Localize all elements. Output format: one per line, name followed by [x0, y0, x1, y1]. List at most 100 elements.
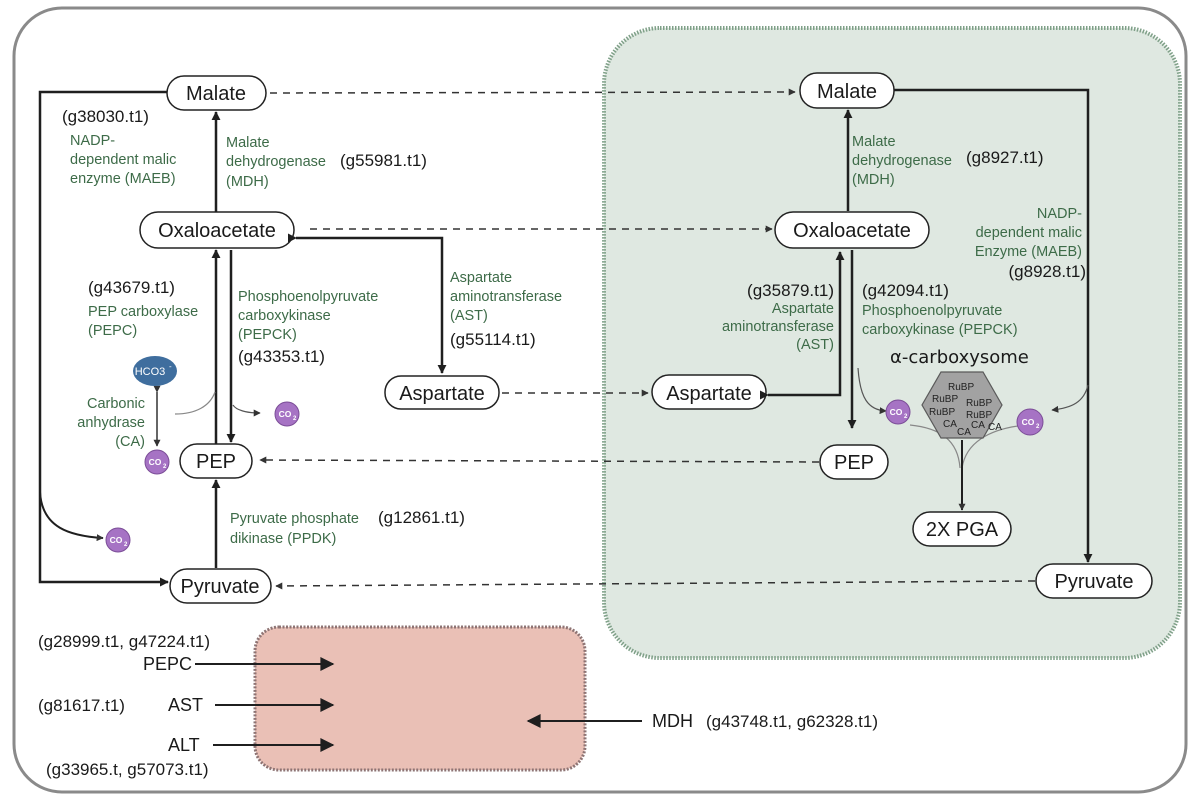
enzyme-ast-chloroplast-1: Aspartate [772, 301, 834, 317]
arrow-maeb-co2-chloroplast [1051, 384, 1089, 413]
gene-maeb-left: (g38030.t1) [62, 107, 149, 126]
enzyme-pepc-left-1: PEP carboxylase [88, 304, 198, 320]
gene-pepck-chloroplast: (g42094.t1) [862, 281, 949, 300]
transport-malate [269, 88, 796, 96]
co2-sub: 2 [124, 542, 128, 548]
co2-bubble: CO 2 [274, 401, 300, 427]
node-pep-left: PEP [179, 443, 253, 479]
enzyme-pepck-chloroplast-1: Phosphoenolpyruvate [862, 303, 1002, 319]
mito-pepc-label: PEPC [143, 654, 192, 674]
node-label: Oxaloacetate [158, 220, 276, 242]
node-label: Aspartate [399, 383, 485, 405]
carboxysome-content: CA [957, 427, 971, 438]
gene-mdh-left: (g55981.t1) [340, 151, 427, 170]
enzyme-pepck-left-2: carboxykinase [238, 308, 331, 324]
arrow-pepck-co2-release [232, 404, 261, 417]
enzyme-mdh-chloroplast-1: Malate [852, 134, 896, 150]
gene-ast-left: (g55114.t1) [450, 330, 536, 349]
carboxysome-content: RuBP [932, 394, 958, 405]
enzyme-ast-left-1: Aspartate [450, 270, 512, 286]
co2-sub: 2 [1036, 424, 1040, 430]
arrow-oaa-aspartate [287, 233, 447, 374]
mito-ast-gene: (g81617.t1) [38, 696, 125, 715]
chloroplast [602, 26, 1182, 660]
enzyme-mdh-chloroplast-2: dehydrogenase [852, 153, 952, 169]
co2-sub: 2 [904, 414, 908, 420]
node-malate-left: Malate [166, 75, 267, 111]
node-pga: 2X PGA [912, 511, 1012, 547]
carboxysome-content: CA [943, 419, 957, 430]
node-aspartate-chloroplast: Aspartate [651, 374, 767, 410]
co2-bubble: CO 2 [144, 449, 170, 475]
co2-feed-right [961, 425, 1019, 469]
co2-label: CO [890, 407, 903, 417]
arrow-malate-to-pyruvate [38, 90, 169, 587]
enzyme-pepck-chloroplast-2: carboxykinase (PEPCK) [862, 322, 1018, 338]
enzyme-ast-left-2: aminotransferase [450, 289, 562, 305]
enzyme-maeb-chloroplast-3: Enzyme (MAEB) [975, 244, 1082, 260]
carboxysome-content: CA [971, 420, 985, 431]
carboxysome-content: RuBP [929, 407, 955, 418]
arrow-maeb-co2-release [39, 491, 104, 542]
hco3-label: HCO3 [135, 366, 166, 378]
node-label: PEP [196, 451, 236, 473]
hco3-sup: - [169, 362, 172, 371]
enzyme-ppdk-2: dikinase (PPDK) [230, 531, 336, 547]
enzyme-pepc-left-2: (PEPC) [88, 323, 137, 339]
node-label: Malate [186, 83, 246, 105]
node-oxaloacetate-chloroplast: Oxaloacetate [774, 211, 930, 249]
node-pyruvate-left: Pyruvate [169, 568, 272, 604]
enzyme-ca-1: Carbonic [87, 396, 145, 412]
co2-label: CO [279, 409, 292, 419]
node-label: Pyruvate [1055, 571, 1134, 593]
co2-label: CO [149, 457, 162, 467]
node-pep-chloroplast: PEP [819, 444, 889, 480]
mitochondrion [253, 625, 587, 772]
co2-bubble: CO 2 [105, 527, 131, 553]
mito-ast-label: AST [168, 695, 203, 715]
mito-alt-label: ALT [168, 735, 200, 755]
hco3-ion: HCO3 - [133, 356, 177, 386]
enzyme-ast-left-3: (AST) [450, 308, 488, 324]
enzyme-ast-chloroplast-3: (AST) [796, 337, 834, 353]
node-pyruvate-chloroplast: Pyruvate [1035, 563, 1153, 599]
enzyme-maeb-left-1: NADP- [70, 133, 115, 149]
enzyme-mdh-chloroplast-3: (MDH) [852, 172, 895, 188]
mito-mdh-label: MDH [652, 711, 693, 731]
carboxysome-content: CA [988, 422, 1002, 433]
carboxysome-title: α-carboxysome [890, 347, 1029, 368]
gene-pepc-left: (g43679.t1) [88, 278, 175, 297]
arrow-aspartate-oaa-chloroplast [759, 251, 845, 400]
enzyme-pepck-left-3: (PEPCK) [238, 327, 297, 343]
enzyme-maeb-chloroplast-2: dependent malic [976, 225, 1082, 241]
transport-pyruvate [275, 580, 1036, 590]
enzyme-mdh-left-2: dehydrogenase [226, 154, 326, 170]
co2-bubble: CO 2 [1016, 408, 1044, 436]
enzyme-maeb-left-2: dependent malic [70, 152, 176, 168]
node-label: Aspartate [666, 383, 752, 405]
mito-alt-gene: (g33965.t, g57073.t1) [46, 760, 209, 779]
gene-maeb-chloroplast: (g8928.t1) [1009, 262, 1087, 281]
mito-pepc-gene: (g28999.t1, g47224.t1) [38, 632, 210, 651]
carboxysome-content: RuBP [966, 398, 992, 409]
gene-mdh-chloroplast: (g8927.t1) [966, 148, 1044, 167]
node-label: PEP [834, 452, 874, 474]
enzyme-ca-2: anhydrase [77, 415, 145, 431]
carboxysome-content: RuBP [948, 382, 974, 393]
co2-sub: 2 [293, 416, 297, 422]
arrow-malate-to-pyruvate-chloroplast [894, 88, 1093, 563]
node-label: Oxaloacetate [793, 220, 911, 242]
enzyme-maeb-left-3: enzyme (MAEB) [70, 171, 176, 187]
node-aspartate-left: Aspartate [384, 375, 500, 410]
hco3-branch [174, 391, 216, 415]
enzyme-ast-chloroplast-2: aminotransferase [722, 319, 834, 335]
node-label: Pyruvate [181, 576, 260, 598]
enzyme-maeb-chloroplast-1: NADP- [1037, 206, 1082, 222]
node-oxaloacetate-left: Oxaloacetate [139, 211, 295, 249]
node-malate-chloroplast: Malate [799, 72, 895, 109]
gene-ppdk: (g12861.t1) [378, 508, 465, 527]
carboxysome-content: RuBP [966, 410, 992, 421]
node-label: 2X PGA [926, 519, 999, 541]
enzyme-ca-3: (CA) [115, 434, 145, 450]
